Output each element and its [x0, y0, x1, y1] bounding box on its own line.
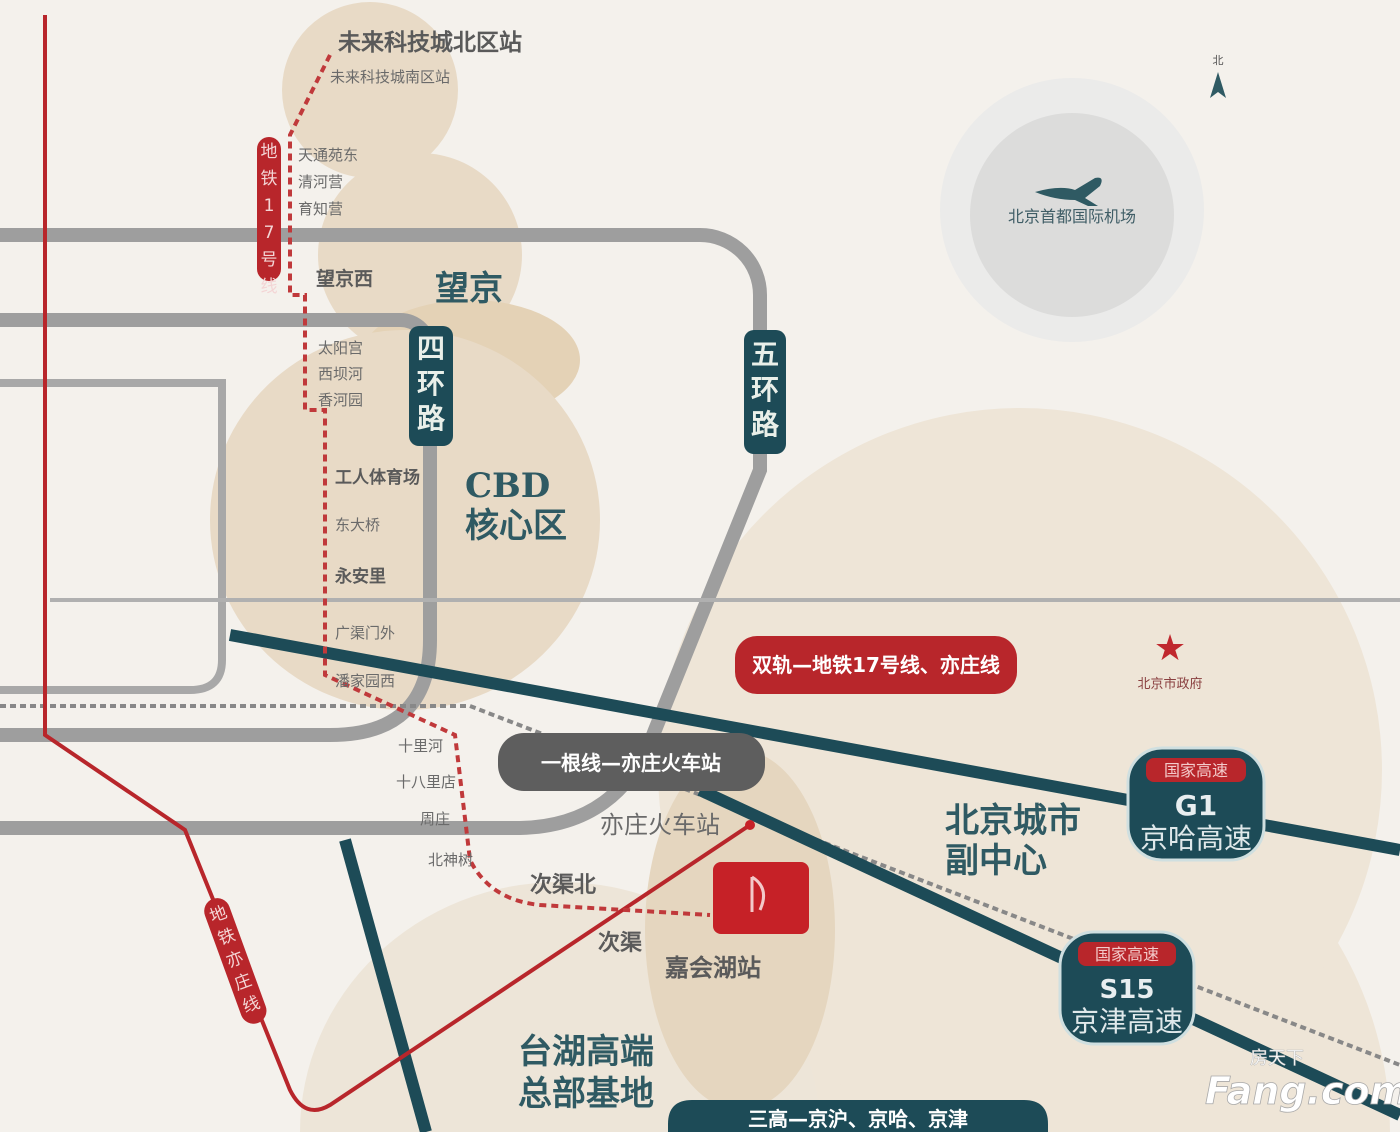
station-label: 未来科技城南区站	[330, 68, 450, 86]
station-label: 永安里	[334, 566, 386, 587]
station-label: 十里河	[398, 737, 443, 755]
station-label: 望京西	[316, 267, 373, 290]
ring5-badge: 五环路	[744, 330, 786, 454]
star-icon: ★	[1154, 628, 1186, 669]
area-label-cbd: CBD	[465, 466, 550, 506]
station-label: 亦庄火车站	[600, 811, 720, 839]
rail-station-dot	[745, 820, 755, 830]
watermark-cn: 房天下	[1250, 1048, 1304, 1069]
area-label-taihu: 台湖高端	[518, 1032, 654, 1072]
project-marker[interactable]	[713, 862, 809, 934]
ring4-badge: 四环路	[409, 326, 453, 446]
compass-label: 北	[1213, 54, 1224, 67]
station-label: 十八里店	[396, 773, 456, 791]
area-label-subcenter: 北京城市	[945, 801, 1081, 841]
station-label: 北神树	[428, 851, 473, 869]
fang-watermark: 房天下 Fang.com	[1205, 1048, 1400, 1114]
station-label: 育知营	[298, 200, 343, 218]
g1-shield: 国家高速 G1 京哈高速	[1126, 746, 1266, 862]
airplane-icon	[1035, 177, 1102, 206]
station-labels: 未来科技城北区站 未来科技城南区站 天通苑东 清河营 育知营 望京西 太阳宫 西…	[298, 29, 761, 982]
dual-rail-label: 双轨—地铁17号线、亦庄线	[752, 653, 1000, 677]
area-label-taihu: 总部基地	[518, 1074, 654, 1114]
one-line-banner: 一根线—亦庄火车站	[498, 733, 765, 791]
station-label: 未来科技城北区站	[338, 29, 522, 56]
station-label: 清河营	[298, 173, 343, 191]
three-highways-label: 三高—京沪、京哈、京津	[748, 1107, 968, 1131]
g1-tag: 国家高速	[1164, 761, 1228, 780]
station-label: 工人体育场	[335, 467, 420, 488]
area-label-subcenter: 副中心	[945, 841, 1047, 881]
station-label: 香河园	[318, 391, 363, 409]
project-logo-icon	[750, 875, 766, 912]
station-label: 次渠北	[530, 872, 596, 898]
station-label: 次渠	[598, 930, 642, 956]
station-label: 周庄	[420, 810, 450, 828]
station-label: 天通苑东	[298, 146, 358, 164]
station-label: 广渠门外	[335, 624, 395, 642]
s15-name: 京津高速	[1071, 1005, 1183, 1038]
one-line-label: 一根线—亦庄火车站	[541, 751, 721, 775]
yizhuang-line-badge: 地铁亦庄线	[204, 898, 267, 1024]
area-label-cbd-core: 核心区	[465, 506, 567, 546]
airport-label: 北京首都国际机场	[1008, 207, 1136, 226]
station-label: 嘉会湖站	[665, 954, 761, 982]
ring4-label: 四环路	[417, 332, 446, 435]
yizhuang-line-label: 地铁亦庄线	[207, 903, 263, 1018]
gov-label: 北京市政府	[1137, 676, 1202, 692]
station-label: 潘家园西	[335, 672, 395, 690]
g1-name: 京哈高速	[1140, 822, 1252, 855]
ring5-label: 五环路	[751, 338, 780, 441]
area-label-wangjing: 望京	[435, 269, 503, 309]
g1-code: G1	[1175, 789, 1217, 822]
s15-tag: 国家高速	[1095, 945, 1159, 964]
dual-rail-banner: 双轨—地铁17号线、亦庄线	[735, 636, 1017, 694]
area-circles	[210, 2, 1390, 1132]
s15-shield: 国家高速 S15 京津高速	[1058, 930, 1196, 1046]
station-label: 太阳宫	[318, 339, 363, 357]
station-label: 西坝河	[318, 365, 363, 383]
station-label: 东大桥	[335, 516, 380, 534]
watermark-en: Fang.com	[1205, 1069, 1400, 1113]
s15-code: S15	[1100, 975, 1155, 1005]
three-highways-banner: 三高—京沪、京哈、京津	[668, 1100, 1048, 1132]
north-arrow-icon	[1210, 72, 1226, 98]
